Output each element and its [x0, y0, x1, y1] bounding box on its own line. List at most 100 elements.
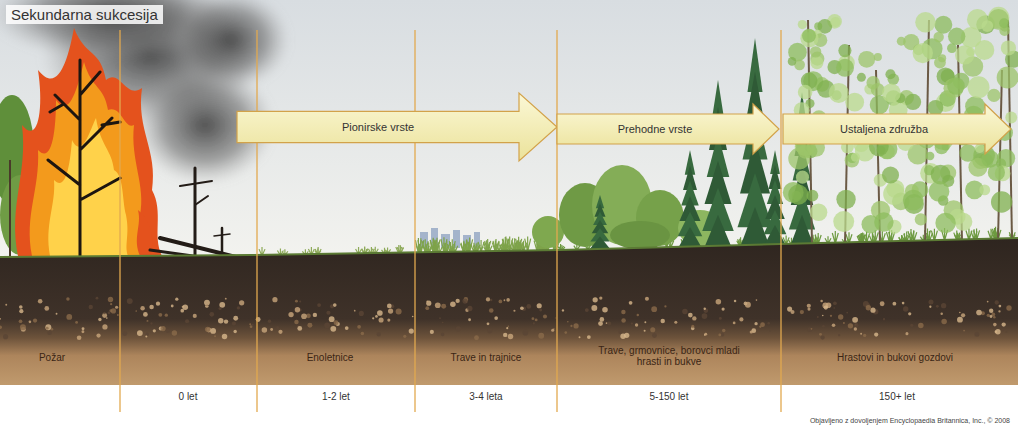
soil-pebbles-part: [822, 325, 825, 328]
soil-pebbles-part: [409, 329, 414, 334]
soil-pebbles-part: [843, 322, 845, 324]
soil-pebbles-part: [249, 323, 251, 325]
soil-pebbles-part: [111, 308, 116, 313]
deciduous-trees-part: [1005, 112, 1017, 124]
soil-pebbles-part: [704, 333, 707, 336]
arrow-outline: [557, 104, 779, 154]
soil-pebbles-part: [51, 328, 53, 330]
soil-pebbles-part: [387, 319, 390, 322]
soil-pebbles-part: [526, 304, 531, 309]
soil-pebbles-part: [313, 313, 317, 317]
soil-pebbles-part: [180, 309, 184, 313]
soil-pebbles-part: [928, 299, 933, 304]
soil-pebbles-part: [193, 314, 197, 318]
soil-pebbles-part: [993, 323, 997, 327]
soil-pebbles-part: [570, 325, 572, 327]
soil-pebbles-part: [96, 297, 99, 300]
soil-pebbles-part: [1006, 305, 1011, 310]
soil-pebbles-part: [387, 304, 392, 309]
time-label: 0 let: [138, 391, 238, 403]
soil-pebbles-part: [652, 333, 657, 338]
shrubs-part: [532, 216, 564, 248]
soil-pebbles-part: [734, 300, 737, 303]
soil-pebbles-part: [591, 305, 597, 311]
deciduous-trees-part: [999, 18, 1009, 28]
soil-pebbles-part: [44, 306, 49, 311]
soil-pebbles-part: [270, 328, 273, 331]
soil-pebbles-part: [426, 300, 428, 302]
deciduous-trees-part: [903, 190, 924, 211]
soil-pebbles-part: [644, 330, 646, 332]
soil-pebbles-part: [345, 326, 349, 330]
soil-pebbles-part: [903, 306, 908, 311]
soil-pebbles-part: [295, 300, 298, 303]
arrow-label: Ustaljena združba: [783, 114, 985, 144]
deciduous-trees-part: [882, 84, 901, 103]
soil-part: [0, 238, 1018, 257]
soil-pebbles-part: [326, 311, 330, 315]
soil-pebbles-part: [361, 332, 364, 335]
soil-pebbles-part: [359, 311, 364, 316]
soil-pebbles-part: [704, 308, 709, 313]
soil-pebbles-part: [490, 299, 492, 301]
soil-pebbles-part: [993, 316, 996, 319]
deciduous-trees-part: [968, 76, 990, 98]
soil-pebbles-part: [531, 317, 534, 320]
soil-pebbles-part: [435, 302, 441, 308]
deciduous-trees-part: [800, 29, 818, 47]
deciduous-trees-part: [1001, 40, 1016, 55]
soil-pebbles-part: [77, 335, 82, 340]
soil-pebbles-part: [66, 314, 72, 320]
soil-pebbles-part: [66, 297, 69, 300]
soil-pebbles-part: [237, 306, 240, 309]
soil-pebbles-part: [467, 306, 472, 311]
soil-pebbles-part: [854, 327, 857, 330]
stage-arrow: Ustaljena združba: [783, 104, 1011, 154]
soil-pebbles-part: [140, 306, 144, 310]
soil-pebbles-part: [403, 335, 406, 338]
soil-pebbles-part: [874, 332, 878, 336]
deciduous-trees-part: [915, 213, 927, 225]
soil-pebbles-part: [205, 327, 210, 332]
deciduous-trees-part: [885, 69, 895, 79]
deciduous-trees-part: [836, 190, 855, 209]
soil-pebbles-part: [629, 301, 633, 305]
burnt-poles-part: [180, 181, 212, 186]
soil-pebbles-part: [832, 323, 836, 327]
soil-pebbles-part: [959, 312, 961, 314]
soil-pebbles-part: [239, 300, 244, 305]
deciduous-trees-part: [798, 85, 813, 100]
fire-part: [48, 118, 128, 256]
soil-pebbles-part: [618, 329, 622, 333]
deciduous-trees-part: [948, 28, 965, 45]
soil-pebbles-part: [688, 313, 693, 318]
deciduous-trees-part: [915, 12, 936, 33]
soil-pebbles-part: [214, 335, 216, 337]
soil-pebbles-part: [539, 309, 542, 312]
soil-pebbles-part: [838, 334, 840, 336]
soil-pebbles-part: [146, 320, 148, 322]
soil-pebbles-part: [822, 315, 824, 317]
soil-pebbles-part: [621, 318, 626, 323]
soil-pebbles-part: [807, 304, 811, 308]
soil-pebbles-part: [89, 305, 93, 309]
soil-pebbles-part: [722, 308, 725, 311]
soil-pebbles-part: [824, 305, 828, 309]
soil-pebbles-part: [175, 298, 178, 301]
soil-pebbles-part: [20, 324, 26, 330]
soil-pebbles-part: [425, 306, 429, 310]
deciduous-trees-part: [851, 153, 860, 162]
soil-pebbles-part: [936, 305, 939, 308]
soil-pebbles-part: [456, 326, 461, 331]
soil-pebbles-part: [692, 316, 696, 320]
deciduous-trees-part: [798, 20, 807, 29]
soil-pebbles-part: [716, 299, 722, 305]
soil-pebbles-part: [987, 301, 989, 303]
soil-pebbles-part: [251, 324, 253, 326]
soil-pebbles-part: [426, 301, 431, 306]
deciduous-trees-part: [926, 152, 934, 160]
soil-pebbles-part: [995, 300, 999, 304]
soil-pebbles-part: [564, 331, 567, 334]
soil-pebbles-part: [19, 319, 23, 323]
